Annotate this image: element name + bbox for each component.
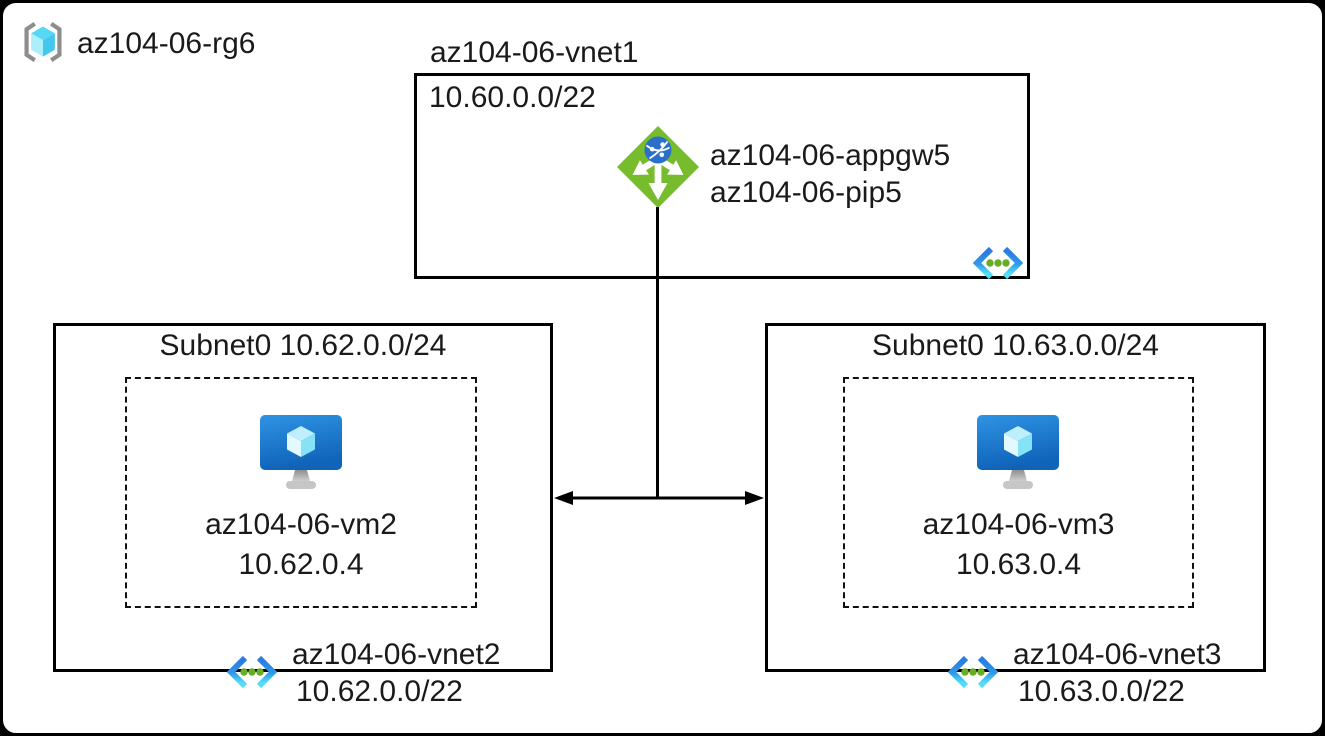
- virtual-network-icon: [226, 655, 278, 689]
- vnet3-subnet-label: Subnet0 10.63.0.0/24: [872, 329, 1159, 362]
- gateway-connector-line: [656, 207, 659, 498]
- vnet3-name: az104-06-vnet3: [1013, 638, 1222, 671]
- virtual-machine-icon: [976, 414, 1060, 492]
- vm3-ip: 10.63.0.4: [955, 548, 1082, 581]
- virtual-network-icon: [972, 246, 1024, 280]
- vnet1-cidr: 10.60.0.0/22: [429, 81, 596, 114]
- vnet3-cidr: 10.63.0.0/22: [1018, 675, 1185, 708]
- vnet1-box: [414, 73, 1030, 279]
- vnet2-subnet-label: Subnet0 10.62.0.0/24: [159, 329, 447, 362]
- vm2-ip: 10.62.0.4: [238, 548, 364, 581]
- app-gateway-name: az104-06-appgw5: [710, 139, 951, 172]
- vnet1-title: az104-06-vnet1: [430, 36, 639, 69]
- virtual-network-icon: [947, 655, 999, 689]
- vnet2-box: [53, 323, 553, 672]
- vnet3-subnet-boundary: [843, 377, 1194, 608]
- vm3-name: az104-06-vm3: [922, 508, 1115, 541]
- virtual-machine-icon: [259, 414, 343, 492]
- vnet2-name: az104-06-vnet2: [292, 638, 501, 671]
- vnet2-subnet-boundary: [125, 377, 477, 608]
- vnet2-cidr: 10.62.0.0/22: [296, 675, 463, 708]
- vm2-name: az104-06-vm2: [205, 508, 397, 541]
- resource-group-label: az104-06-rg6: [77, 27, 256, 60]
- application-gateway-icon: [616, 125, 700, 209]
- app-gateway-pip-name: az104-06-pip5: [710, 176, 902, 209]
- vnet3-box: [765, 323, 1266, 672]
- resource-group-icon: [20, 21, 66, 63]
- peering-arrow: [553, 488, 765, 508]
